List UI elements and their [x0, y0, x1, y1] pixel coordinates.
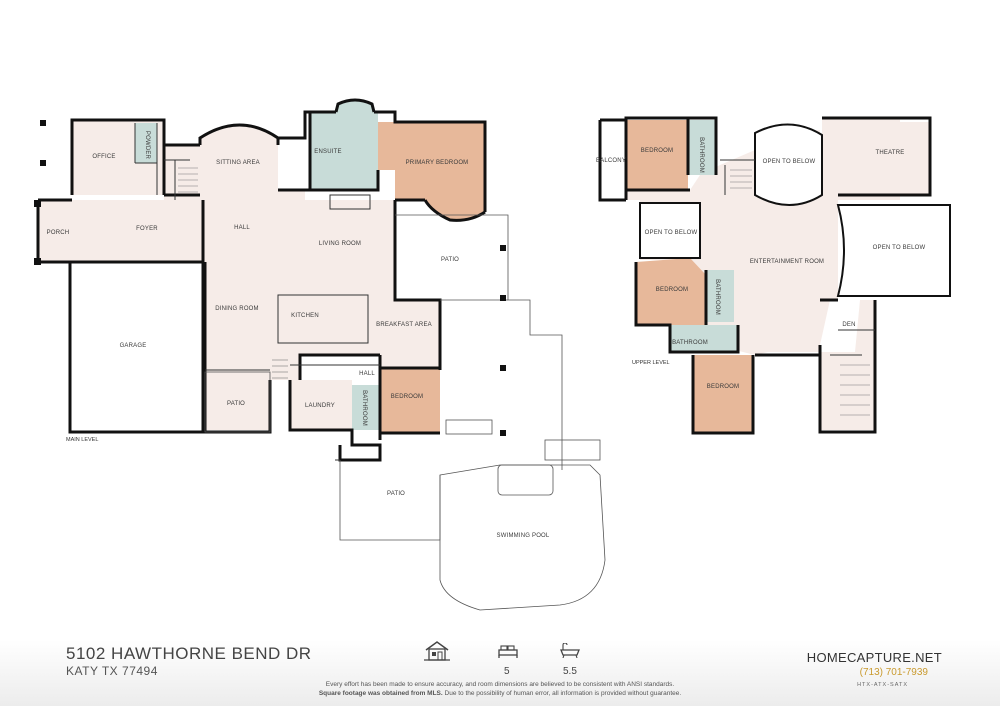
main-stairs — [178, 167, 288, 379]
label-bathroom-main: BATHROOM — [361, 390, 367, 426]
main-walls — [36, 98, 487, 462]
label-bedroom-up3: BEDROOM — [707, 384, 739, 390]
label-bathroom-up1: BATHROOM — [698, 137, 704, 173]
ensuite-fill — [310, 100, 378, 190]
floor-plan: OFFICE POWDER SITTING AREA ENSUITE PRIMA… — [34, 98, 951, 611]
label-open-to-below-3: OPEN TO BELOW — [873, 245, 926, 251]
powder-fill — [135, 123, 157, 163]
brand-phone: (713) 701-7939 — [859, 667, 928, 678]
label-den: DEN — [842, 322, 855, 328]
label-bedroom-up2: BEDROOM — [656, 287, 688, 293]
label-upper-level: UPPER LEVEL — [632, 360, 670, 366]
label-living-room: LIVING ROOM — [319, 241, 361, 247]
upper-walls — [598, 116, 932, 435]
label-patio-west: PATIO — [227, 401, 245, 407]
label-patio-east: PATIO — [441, 257, 459, 263]
label-powder: POWDER — [144, 131, 150, 160]
label-foyer: FOYER — [136, 226, 158, 232]
label-primary-bedroom: PRIMARY BEDROOM — [406, 160, 469, 166]
label-main-level: MAIN LEVEL — [66, 437, 98, 443]
label-open-to-below-2: OPEN TO BELOW — [645, 230, 698, 236]
label-porch: PORCH — [47, 230, 70, 236]
bathtub-icon — [560, 643, 580, 658]
label-entertainment-room: ENTERTAINMENT ROOM — [750, 259, 824, 265]
disclaimer-rest: Due to the possibility of human error, a… — [442, 690, 682, 697]
bedroom-up2-fill — [636, 258, 706, 325]
label-bedroom-up1: BEDROOM — [641, 148, 673, 154]
disclaimer-line-2: Square footage was obtained from MLS. Du… — [200, 690, 800, 697]
brand-name: HOMECAPTURE.NET — [806, 650, 942, 665]
label-swimming-pool: SWIMMING POOL — [497, 533, 550, 539]
disclaimer-line-1: Every effort has been made to ensure acc… — [325, 681, 675, 688]
house-icon — [424, 641, 450, 661]
label-ensuite: ENSUITE — [314, 149, 341, 155]
bathroom-count: 5.5 — [563, 666, 577, 677]
label-bedroom-main: BEDROOM — [391, 394, 423, 400]
label-bathroom-up2: BATHROOM — [714, 279, 720, 315]
upper-stairs — [730, 169, 870, 416]
label-balcony: BALCONY — [596, 158, 626, 164]
disclaimer-bold: Square footage was obtained from MLS. — [318, 690, 443, 697]
primary-bedroom-fill — [378, 122, 485, 220]
label-open-to-below-1: OPEN TO BELOW — [763, 159, 816, 165]
brand-tagline: HTX-ATX-SATX — [857, 682, 908, 688]
label-laundry: LAUNDRY — [305, 403, 335, 409]
main-level-plan: OFFICE POWDER SITTING AREA ENSUITE PRIMA… — [34, 98, 606, 611]
address-line-1: 5102 HAWTHORNE BEND DR — [66, 644, 312, 663]
address-line-2: KATY TX 77494 — [66, 664, 158, 678]
label-office: OFFICE — [92, 154, 115, 160]
label-patio-south: PATIO — [387, 491, 405, 497]
label-garage: GARAGE — [120, 343, 147, 349]
bed-icon — [498, 645, 518, 658]
label-hall-small: HALL — [359, 371, 375, 377]
label-kitchen: KITCHEN — [291, 313, 319, 319]
label-dining-room: DINING ROOM — [215, 306, 259, 312]
bedroom-up3-fill — [693, 355, 753, 433]
label-sitting-area: SITTING AREA — [216, 160, 260, 166]
label-theatre: THEATRE — [876, 150, 905, 156]
label-bathroom-up3: BATHROOM — [672, 340, 708, 346]
bedroom-up1-fill — [626, 120, 688, 190]
label-hall: HALL — [234, 225, 250, 231]
label-breakfast-area: BREAKFAST AREA — [376, 322, 432, 328]
footer-band — [0, 640, 1000, 706]
patio-outlines — [204, 214, 606, 611]
bedroom-count: 5 — [504, 666, 510, 677]
upper-level-plan: BALCONY BEDROOM BATHROOM OPEN TO BELOW T… — [596, 116, 951, 435]
